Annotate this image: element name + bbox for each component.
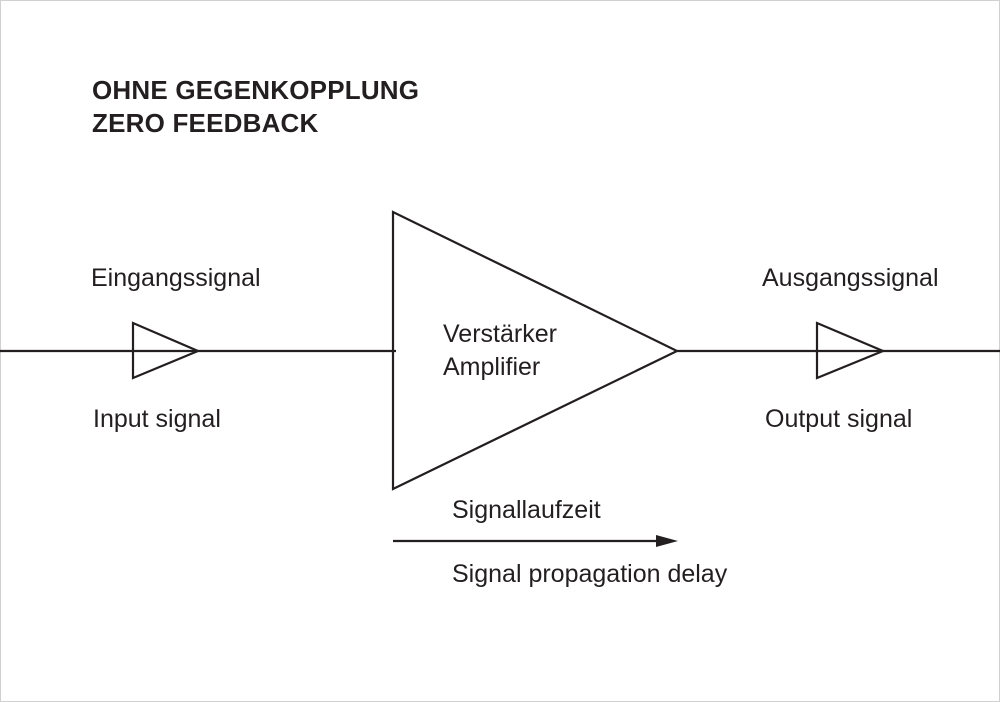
delay-label-german: Signallaufzeit — [452, 496, 601, 524]
output-label-german: Ausgangssignal — [762, 264, 939, 292]
output-label-english: Output signal — [765, 405, 913, 433]
input-label-english: Input signal — [93, 405, 221, 433]
amplifier-label: Verstärker Amplifier — [443, 318, 557, 384]
input-signal-arrow-icon — [131, 321, 201, 380]
amplifier-label-english: Amplifier — [443, 353, 541, 381]
output-signal-arrow-icon — [815, 321, 886, 380]
title-line-english: ZERO FEEDBACK — [92, 108, 319, 138]
delay-arrowhead-icon — [656, 535, 678, 547]
amplifier-triangle — [391, 210, 680, 491]
delay-label-english: Signal propagation delay — [452, 560, 728, 588]
input-label-german: Eingangssignal — [91, 264, 261, 292]
amplifier-label-german: Verstärker — [443, 320, 557, 348]
diagram-title: OHNE GEGENKOPPLUNG ZERO FEEDBACK — [92, 74, 419, 140]
title-line-german: OHNE GEGENKOPPLUNG — [92, 75, 420, 105]
